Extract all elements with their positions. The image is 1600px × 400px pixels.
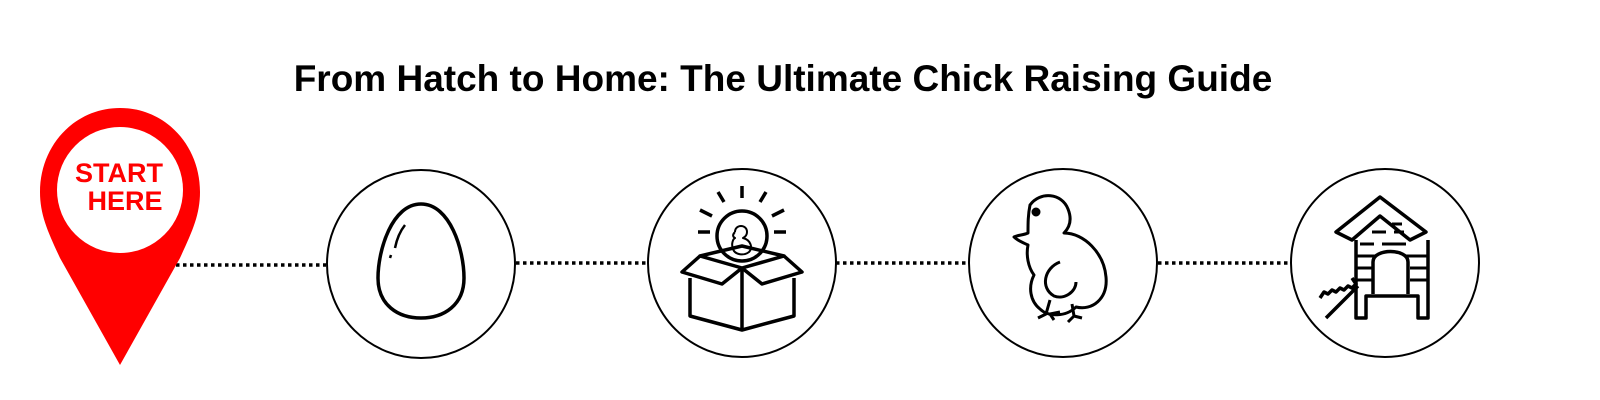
- step-circle: [647, 168, 837, 358]
- step-circle: [968, 168, 1158, 358]
- page-title: From Hatch to Home: The Ultimate Chick R…: [293, 58, 1273, 99]
- chick-icon: [1012, 194, 1108, 324]
- start-pin-icon: START HERE: [40, 108, 200, 365]
- egg-icon: [376, 202, 466, 320]
- step-circle: [1290, 168, 1480, 358]
- dotted-connectors: [176, 261, 1292, 267]
- chick-in-box-icon: [680, 186, 804, 332]
- start-label: START: [75, 158, 163, 188]
- step-circle: [326, 169, 516, 359]
- here-label: HERE: [87, 186, 162, 216]
- chicken-coop-icon: [1318, 195, 1430, 320]
